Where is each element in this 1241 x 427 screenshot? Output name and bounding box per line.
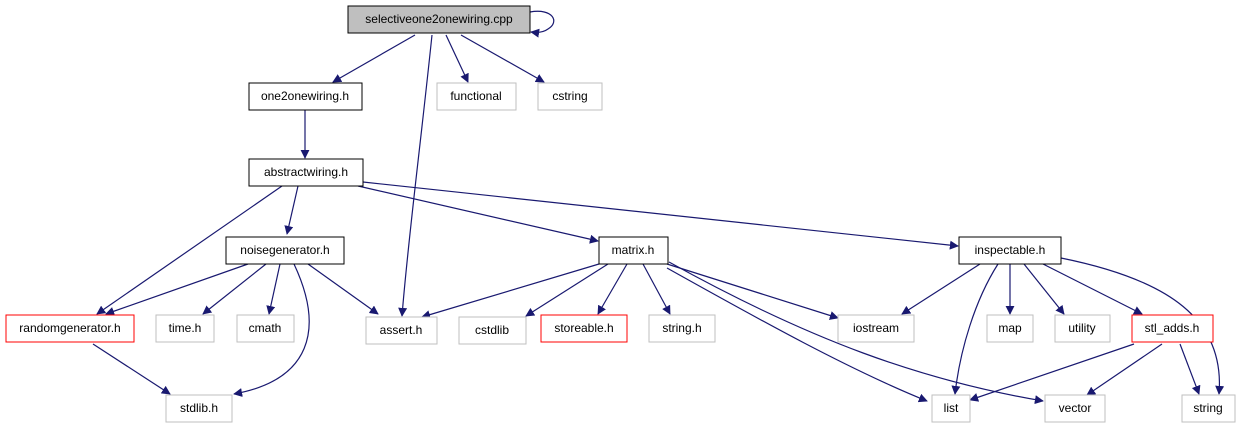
edge-matrix-to-iostream: [666, 263, 839, 320]
edge-abstractwiring-to-matrix: [357, 185, 599, 244]
node-one2onewiring-h[interactable]: one2onewiring.h: [248, 82, 363, 111]
node-label: storeable.h: [554, 321, 613, 335]
node-list[interactable]: list: [931, 394, 971, 423]
node-label: randomgenerator.h: [19, 321, 120, 335]
node-label: selectiveone2onewiring.cpp: [365, 12, 513, 26]
node-label: assert.h: [380, 323, 423, 337]
node-label: time.h: [169, 321, 202, 335]
edge-matrix-to-cstdlib: [525, 263, 609, 317]
edge-noisegenerator-to-assert: [307, 263, 379, 315]
node-noisegenerator-h[interactable]: noisegenerator.h: [225, 236, 345, 265]
node-functional[interactable]: functional: [436, 82, 517, 111]
edge-inspectable-to-utility: [1023, 263, 1065, 315]
node-label: cstring: [552, 89, 587, 103]
node-label: utility: [1068, 321, 1095, 335]
edge-noisegenerator-to-cmath: [266, 263, 281, 315]
edge-noisegenerator-to-stdlib: [233, 263, 310, 397]
edge-abstractwiring-to-inspectable: [362, 181, 959, 250]
edge-stl_adds-to-string: [1179, 343, 1201, 395]
node-label: matrix.h: [612, 243, 655, 257]
node-utility[interactable]: utility: [1054, 314, 1111, 343]
node-label: abstractwiring.h: [264, 165, 348, 179]
node-label: noisegenerator.h: [240, 243, 329, 257]
node-assert-h[interactable]: assert.h: [365, 316, 438, 345]
node-cstring[interactable]: cstring: [537, 82, 603, 111]
node-string-h[interactable]: string.h: [648, 314, 716, 343]
edge-cpp-to-cstring: [460, 34, 545, 83]
edge-abstractwiring-to-randomgenerator: [96, 185, 283, 315]
edge-cpp-to-functional: [445, 34, 469, 83]
node-randomgenerator-h[interactable]: randomgenerator.h: [5, 314, 135, 343]
edge-matrix-to-storeable: [597, 263, 628, 315]
node-stl_adds-h[interactable]: stl_adds.h: [1131, 314, 1214, 343]
edge-randomgenerator-to-stdlib: [92, 343, 171, 395]
edge-abstractwiring-to-noisegenerator: [284, 185, 299, 235]
node-map[interactable]: map: [986, 314, 1034, 343]
edge-matrix-to-string_h: [642, 263, 671, 315]
node-cstdlib[interactable]: cstdlib: [458, 316, 527, 345]
edge-matrix-to-list: [666, 267, 928, 403]
node-abstractwiring-h[interactable]: abstractwiring.h: [248, 158, 364, 187]
node-label: map: [998, 321, 1022, 335]
node-vector[interactable]: vector: [1044, 394, 1106, 423]
node-label: cmath: [249, 321, 282, 335]
node-label: string: [1193, 401, 1222, 415]
node-label: cstdlib: [475, 323, 509, 337]
node-label: functional: [450, 89, 501, 103]
edge-stl_adds-to-list: [969, 343, 1135, 402]
node-label: vector: [1059, 401, 1092, 415]
node-label: list: [944, 401, 959, 415]
edge-inspectable-to-list: [951, 263, 999, 395]
edge-noisegenerator-to-time: [202, 263, 267, 315]
edge-stl_adds-to-vector: [1086, 343, 1163, 396]
node-stdlib-h[interactable]: stdlib.h: [165, 394, 233, 423]
node-storeable-h[interactable]: storeable.h: [540, 314, 628, 343]
node-selectiveone2onewiring-cpp[interactable]: selectiveone2onewiring.cpp: [347, 5, 531, 34]
edge-inspectable-to-string: [1060, 257, 1225, 395]
edge-matrix-to-assert: [421, 263, 600, 319]
node-label: iostream: [853, 321, 899, 335]
node-cmath[interactable]: cmath: [236, 314, 295, 343]
node-label: inspectable.h: [975, 243, 1046, 257]
node-label: one2onewiring.h: [261, 89, 349, 103]
node-iostream[interactable]: iostream: [837, 314, 915, 343]
edge-inspectable-to-stl_adds: [1042, 263, 1143, 315]
edge-cpp-to-one2onewiring: [332, 34, 416, 83]
node-time-h[interactable]: time.h: [155, 314, 215, 343]
edge-cpp-to-assert: [398, 34, 433, 317]
node-matrix-h[interactable]: matrix.h: [598, 236, 669, 265]
edge-inspectable-to-iostream: [901, 263, 981, 315]
node-label: stl_adds.h: [1145, 321, 1200, 335]
edge-noisegenerator-to-randomgenerator: [105, 263, 249, 316]
node-label: stdlib.h: [180, 401, 218, 415]
node-string[interactable]: string: [1181, 394, 1236, 423]
node-inspectable-h[interactable]: inspectable.h: [958, 236, 1062, 265]
edge-cpp-self: [529, 10, 555, 38]
node-label: string.h: [662, 321, 701, 335]
